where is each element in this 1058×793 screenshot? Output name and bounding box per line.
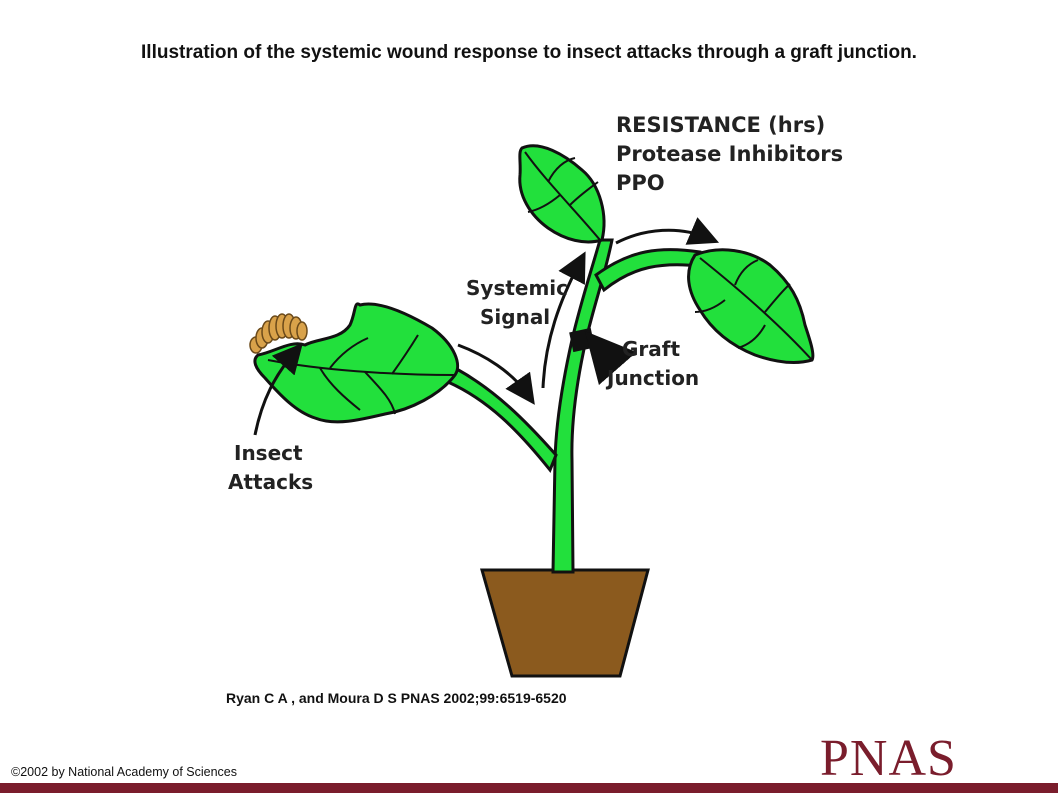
systemic-label: Systemic [466,276,568,300]
signal-arrow-up-stem [541,251,586,389]
pnas-logo: PNAS [820,730,957,787]
slide-title: Illustration of the systemic wound respo… [141,42,917,63]
insect-label: Insect [234,441,303,465]
ppo-label: PPO [616,171,665,195]
right-leaf [687,248,815,364]
signal-arrow-to-right-leaf [615,217,720,245]
plant-stem [551,238,614,574]
right-branch [594,248,702,293]
signal-label: Signal [480,305,550,329]
graft-label: Graft [622,337,680,361]
resistance-label: RESISTANCE (hrs) [616,113,825,137]
insect-attack-arrow [253,342,303,436]
caterpillar [249,313,308,354]
signal-arrow-to-stem [457,343,535,405]
junction-label: Junction [605,366,699,390]
graft-junction-arrow [584,330,637,386]
copyright: ©2002 by National Academy of Sciences [11,765,238,779]
top-leaf [518,144,606,244]
footer-bar [0,783,1058,793]
protease-inhibitors-label: Protease Inhibitors [616,142,843,166]
flower-pot [480,568,650,678]
left-branch [445,365,558,473]
citation: Ryan C A , and Moura D S PNAS 2002;99:65… [226,690,567,706]
attacks-label: Attacks [228,470,313,494]
